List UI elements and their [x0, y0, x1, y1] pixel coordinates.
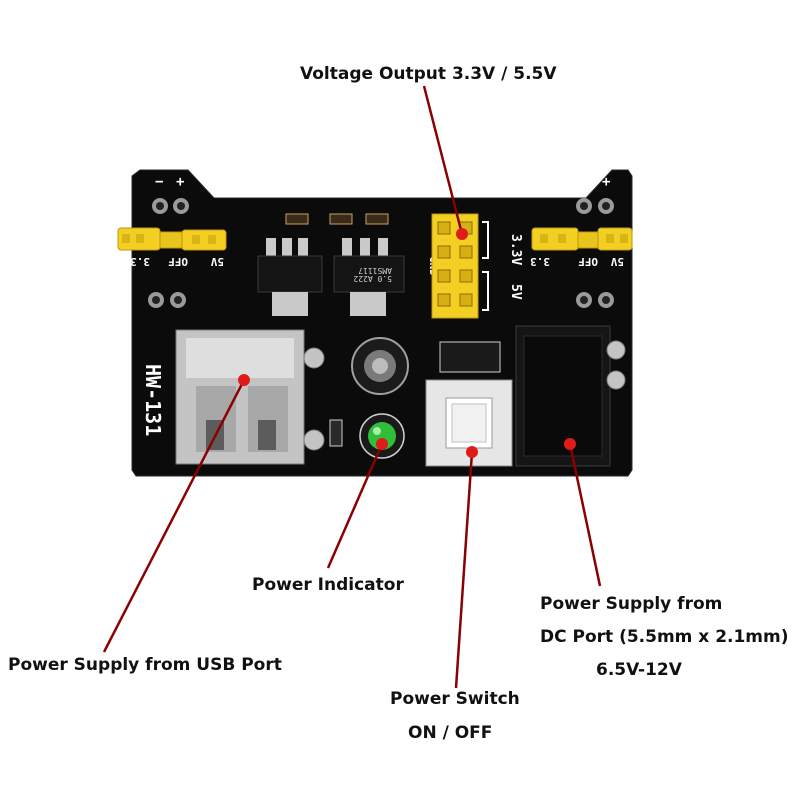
smd-resistors [285, 213, 389, 225]
v33-label: 3.3V [508, 234, 523, 265]
left-minus-label: − [155, 174, 163, 190]
left-off-label: OFF [168, 255, 188, 268]
voltage-output-label: Voltage Output 3.3V / 5.5V [300, 64, 557, 84]
dc-supply-label-2: DC Port (5.5mm x 2.1mm) [540, 627, 789, 647]
pointer-voltage-output [422, 85, 468, 240]
left-plus-label: + [176, 174, 184, 190]
bracket-33 [482, 221, 489, 259]
regulator-text-2: 5.0 A222 [353, 274, 392, 283]
right-regulator [333, 238, 405, 316]
model-label: HW-131 [141, 364, 165, 436]
usb-port [175, 329, 325, 465]
right-5v-label: 5V [610, 255, 624, 268]
left-33-label: 3.3 [130, 255, 150, 268]
dc-in-label: DC-in [633, 412, 647, 448]
output-header [431, 213, 479, 319]
left-bottom-pin-pair [148, 292, 186, 308]
pointer-power-switch [454, 446, 478, 689]
pointer-usb [102, 374, 250, 653]
power-switch-label: Power Switch [390, 689, 520, 709]
pointer-power-indicator [326, 438, 388, 569]
left-regulator [257, 238, 323, 316]
usb-supply-label: Power Supply from USB Port [8, 655, 282, 675]
right-voltage-jumper [531, 227, 633, 251]
left-voltage-jumper [117, 227, 227, 251]
dc-supply-label-1: Power Supply from [540, 594, 722, 614]
right-bottom-pin-pair [576, 292, 614, 308]
power-indicator-label: Power Indicator [252, 575, 404, 595]
regulator-text-1: AMS1117 [358, 266, 392, 275]
right-33-label: 3.3 [530, 255, 550, 268]
dc-jack [515, 325, 626, 467]
left-top-pin-pair [152, 198, 189, 214]
power-switch-onoff-label: ON / OFF [408, 723, 492, 743]
right-top-pin-pair [576, 198, 614, 214]
capacitor [351, 337, 409, 395]
power-switch [425, 379, 513, 467]
v5-label: 5V [508, 284, 523, 300]
switch-smd [439, 341, 501, 373]
left-5v-label: 5V [210, 255, 224, 268]
right-minus-label: − [578, 174, 586, 190]
right-plus-label: + [602, 174, 610, 190]
right-off-label: OFF [578, 255, 598, 268]
dc-supply-label-3: 6.5V-12V [596, 660, 683, 680]
led-resistor [329, 419, 343, 447]
power-led [359, 413, 405, 459]
pointer-dc-port [564, 438, 602, 587]
bracket-5v [482, 271, 489, 311]
